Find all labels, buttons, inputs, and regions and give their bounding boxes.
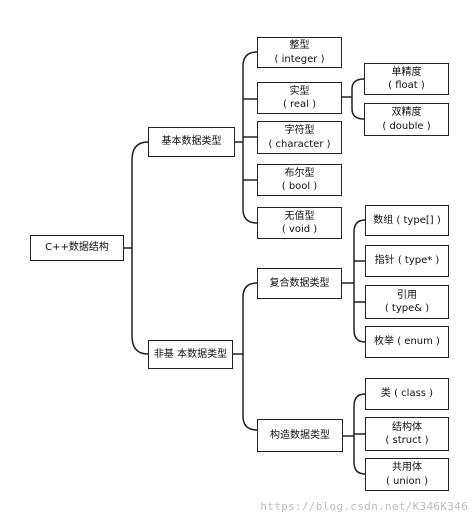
- node-union-name: 共用体: [392, 462, 422, 473]
- node-union: 共用体 ( union ): [365, 458, 449, 491]
- node-bool-name: 布尔型: [284, 167, 315, 179]
- brace-real: [342, 78, 365, 120]
- node-float-keyword: ( float ): [388, 80, 425, 91]
- node-pointer: 指针 ( type* ): [365, 245, 449, 277]
- node-integer: 整型 ( integer ): [257, 37, 342, 68]
- node-void-name: 无值型: [284, 210, 315, 222]
- node-root: C++数据结构: [30, 235, 124, 261]
- node-reference-keyword: ( type& ): [384, 303, 430, 314]
- node-enum-label: 枚举 ( enum ): [374, 336, 440, 348]
- node-void: 无值型 ( void ): [257, 207, 342, 239]
- node-double: 双精度 ( double ): [364, 103, 449, 136]
- brace-nonbasic: [233, 282, 258, 431]
- node-character: 字符型 ( character ): [257, 121, 342, 154]
- node-float: 单精度 ( float ): [364, 63, 449, 95]
- node-real: 实型 ( real ): [257, 82, 342, 114]
- node-float-name: 单精度: [391, 66, 422, 78]
- node-struct-name: 结构体: [392, 421, 422, 433]
- node-double-name: 双精度: [391, 107, 422, 118]
- node-union-keyword: ( union ): [385, 475, 429, 487]
- node-character-name: 字符型: [284, 125, 315, 136]
- node-character-keyword: ( character ): [268, 138, 331, 150]
- node-reference: 引用 ( type& ): [365, 285, 449, 319]
- node-class-label: 类 ( class ): [380, 388, 434, 400]
- node-void-keyword: ( void ): [281, 224, 318, 235]
- node-double-keyword: ( double ): [382, 120, 431, 132]
- node-struct: 结构体 ( struct ): [365, 417, 449, 451]
- node-bool-keyword: ( bool ): [281, 181, 318, 192]
- node-constructed-types-label: 构造数据类型: [270, 429, 330, 441]
- node-array-label: 数组 ( type[] ): [373, 214, 441, 226]
- node-composite-types: 复合数据类型: [257, 268, 342, 299]
- node-real-name: 实型: [289, 85, 310, 97]
- node-basic-types-label: 基本数据类型: [161, 136, 222, 148]
- node-reference-name: 引用: [397, 289, 417, 301]
- node-nonbasic-types: 非基 本数据类型: [148, 340, 233, 369]
- node-basic-types: 基本数据类型: [148, 127, 235, 157]
- node-class: 类 ( class ): [365, 378, 449, 410]
- node-bool: 布尔型 ( bool ): [257, 164, 342, 196]
- node-enum: 枚举 ( enum ): [365, 326, 449, 358]
- brace-root: [124, 141, 149, 355]
- node-struct-keyword: ( struct ): [385, 435, 429, 446]
- node-nonbasic-types-label: 非基 本数据类型: [153, 348, 228, 360]
- brace-composite: [342, 219, 366, 343]
- node-integer-keyword: ( integer ): [274, 53, 325, 65]
- watermark-url: https://blog.csdn.net/K346K346: [260, 500, 468, 513]
- node-constructed-types: 构造数据类型: [257, 419, 343, 452]
- node-real-keyword: ( real ): [282, 99, 317, 110]
- node-composite-types-label: 复合数据类型: [269, 277, 330, 289]
- node-integer-name: 整型: [289, 40, 310, 51]
- node-root-label: C++数据结构: [45, 242, 109, 254]
- node-pointer-label: 指针 ( type* ): [374, 255, 440, 267]
- node-array: 数组 ( type[] ): [365, 205, 449, 236]
